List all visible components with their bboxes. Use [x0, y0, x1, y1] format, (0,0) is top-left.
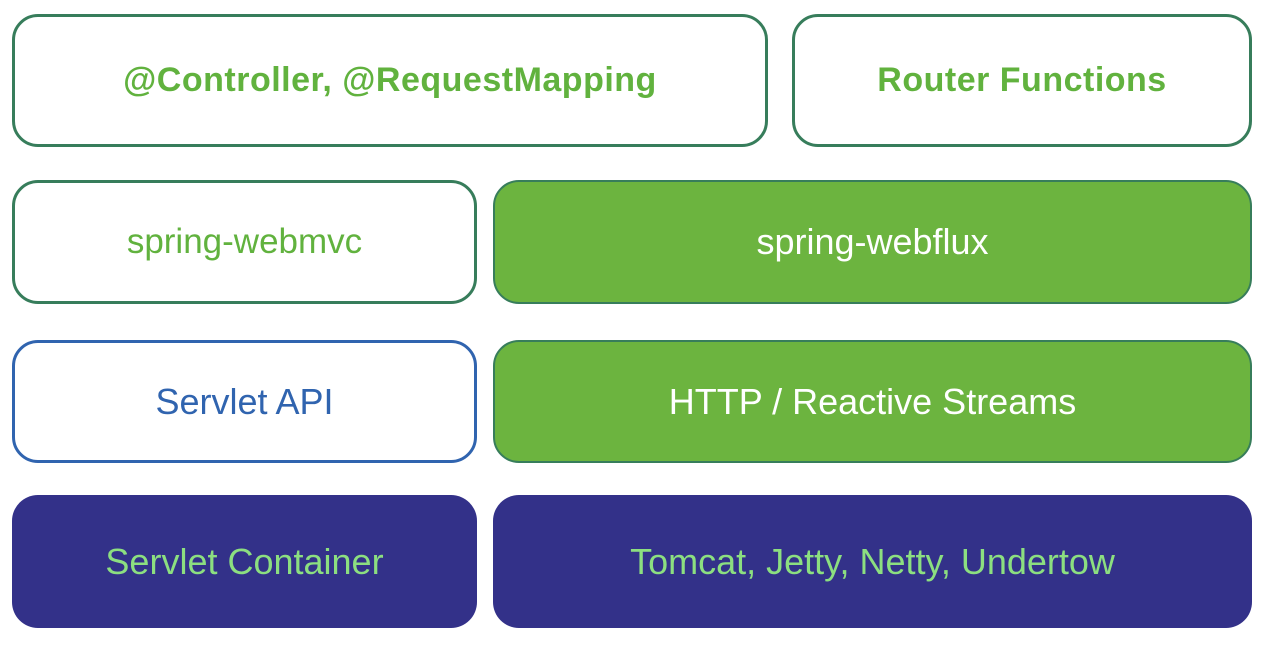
box-router-functions-label: Router Functions: [877, 60, 1167, 99]
box-servlet-api: Servlet API: [12, 340, 477, 463]
box-servlet-container: Servlet Container: [12, 495, 477, 628]
box-controller-requestmapping-label: @Controller, @RequestMapping: [123, 60, 657, 99]
diagram-row-annotations: @Controller, @RequestMapping Router Func…: [12, 14, 1252, 147]
box-spring-webflux-label: spring-webflux: [756, 221, 989, 263]
box-http-reactive-streams-label: HTTP / Reactive Streams: [668, 380, 1077, 422]
box-tomcat-jetty-netty-undertow-label: Tomcat, Jetty, Netty, Undertow: [630, 540, 1115, 582]
box-servlet-container-label: Servlet Container: [105, 540, 384, 582]
diagram-row-modules: spring-webmvc spring-webflux: [12, 180, 1252, 304]
box-tomcat-jetty-netty-undertow: Tomcat, Jetty, Netty, Undertow: [493, 495, 1252, 628]
box-spring-webmvc-label: spring-webmvc: [126, 221, 363, 261]
box-http-reactive-streams: HTTP / Reactive Streams: [493, 340, 1252, 463]
box-spring-webmvc: spring-webmvc: [12, 180, 477, 304]
box-controller-requestmapping: @Controller, @RequestMapping: [12, 14, 768, 147]
diagram-row-apis: Servlet API HTTP / Reactive Streams: [12, 340, 1252, 463]
box-spring-webflux: spring-webflux: [493, 180, 1252, 304]
diagram-row-runtimes: Servlet Container Tomcat, Jetty, Netty, …: [12, 495, 1252, 628]
box-servlet-api-label: Servlet API: [155, 380, 334, 422]
box-router-functions: Router Functions: [792, 14, 1252, 147]
